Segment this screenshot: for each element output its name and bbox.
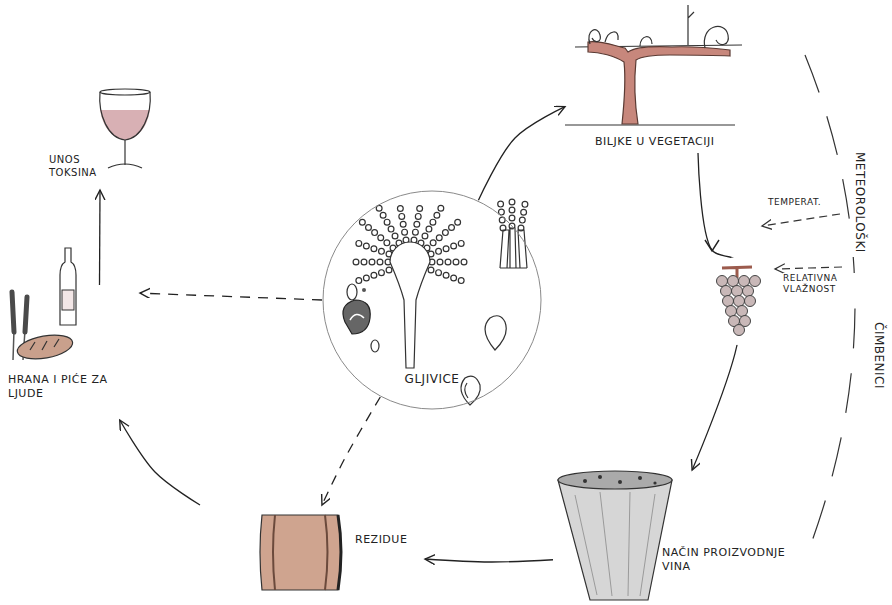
factor-label: TEMPERAT. (768, 197, 840, 208)
dashed-arrow (140, 293, 322, 300)
node-label: NAČIN PROIZVODNJE VINA (662, 546, 812, 574)
meteorological-bracket (762, 55, 855, 560)
residue-node: REZIDUE (200, 505, 425, 595)
vertical-label: METEOROLOŠKI (850, 148, 869, 257)
barrel (260, 515, 341, 590)
node-label: GLJIVICE (382, 372, 482, 387)
fungi-illustration (343, 196, 527, 405)
toxin-intake-node: UNOS TOKSINA (45, 80, 155, 190)
grape-cluster (705, 240, 767, 345)
node-label: HRANA I PIĆE ZA LJUDE (8, 373, 120, 401)
wine-glass (100, 89, 151, 168)
flow-arrow (425, 559, 553, 562)
winemaking-node: NAČIN PROIZVODNJE VINA (553, 470, 818, 602)
flow-arrow (692, 153, 743, 470)
node-label: REZIDUE (355, 533, 423, 547)
factor-label: RELATIVNA VLAŽNOST (783, 273, 858, 296)
node-label: BILJKE U VEGETACIJI (595, 135, 765, 149)
fermentation-vat (558, 471, 672, 600)
food-node: HRANA I PIĆE ZA LJUDE (5, 285, 140, 420)
dashed-arrow (322, 397, 380, 505)
flow-arrow (478, 107, 565, 201)
flow-arrow (120, 420, 200, 505)
vertical-label: ČIMBENICI (869, 318, 888, 393)
plant-node: BILJKE U VEGETACIJI (565, 8, 755, 153)
fungi-circle: GLJIVICE (322, 190, 542, 410)
food-items (12, 248, 76, 363)
grapevine (565, 5, 742, 125)
circle-outline (323, 191, 541, 409)
flow-arrow (99, 190, 101, 285)
node-label: UNOS TOKSINA (49, 154, 113, 179)
